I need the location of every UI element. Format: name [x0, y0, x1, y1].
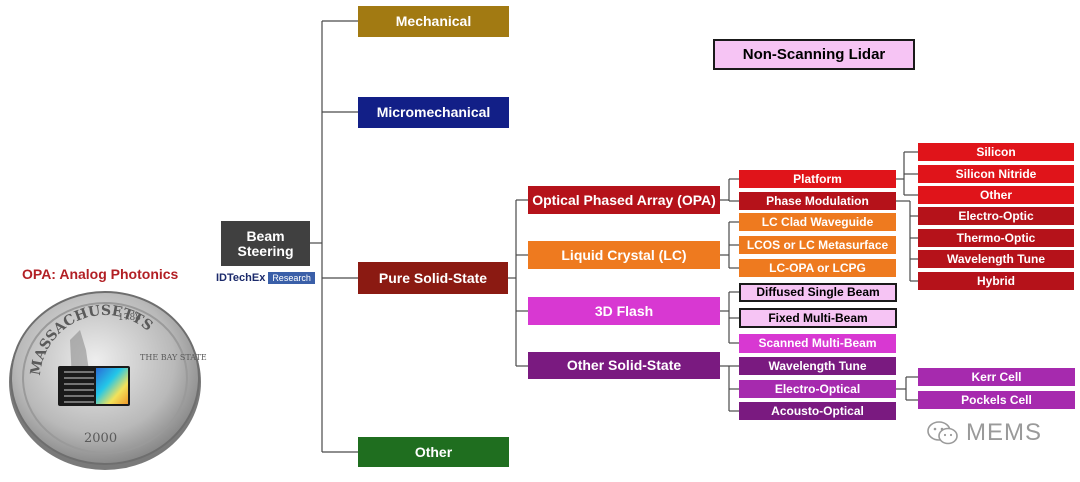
node-liquid-crystal: Liquid Crystal (LC) — [528, 241, 720, 269]
node-platform: Platform — [739, 170, 896, 188]
node-scanned-multi-beam: Scanned Multi-Beam — [739, 334, 896, 353]
page-title: Non-Scanning Lidar — [713, 39, 915, 70]
coin-with-chip-image: MASSACHUSETTS 1788 THE BAY STATE 2000 — [0, 280, 210, 482]
coin-bottom-text: 2000 — [84, 431, 117, 446]
node-other: Other — [358, 437, 509, 467]
node-wavelength-tune-pm: Wavelength Tune — [918, 250, 1074, 268]
coin-year-text: 1788 — [118, 313, 141, 323]
wechat-icon — [927, 421, 958, 445]
node-other-solid-state: Other Solid-State — [528, 352, 720, 379]
node-pure-solid-state: Pure Solid-State — [358, 262, 508, 294]
opa-caption: OPA: Analog Photonics — [22, 266, 179, 282]
node-diffused-single-beam: Diffused Single Beam — [739, 283, 897, 302]
node-silicon: Silicon — [918, 143, 1074, 161]
node-beam-steering: Beam Steering — [221, 221, 310, 266]
node-3d-flash: 3D Flash — [528, 297, 720, 325]
node-electro-optical: Electro-Optical — [739, 380, 896, 398]
node-hybrid: Hybrid — [918, 272, 1074, 290]
mems-watermark: MEMS — [926, 418, 1042, 448]
node-wavelength-tune-oss: Wavelength Tune — [739, 357, 896, 375]
node-lc-opa-lcpg: LC-OPA or LCPG — [739, 259, 896, 277]
idtechex-logo: IDTechEx Research — [216, 270, 315, 286]
node-opa: Optical Phased Array (OPA) — [528, 186, 720, 214]
node-thermo-optic: Thermo-Optic — [918, 229, 1074, 247]
watermark-text: MEMS — [966, 419, 1042, 446]
brand-tag: Research — [268, 272, 315, 284]
brand-name: IDTechEx — [216, 272, 266, 284]
node-phase-modulation: Phase Modulation — [739, 192, 896, 210]
node-mechanical: Mechanical — [358, 6, 509, 37]
node-silicon-nitride: Silicon Nitride — [918, 165, 1074, 183]
node-kerr-cell: Kerr Cell — [918, 368, 1075, 386]
coin-bay-text: THE BAY STATE — [140, 353, 207, 362]
node-electro-optic: Electro-Optic — [918, 207, 1074, 225]
node-fixed-multi-beam: Fixed Multi-Beam — [739, 308, 897, 328]
node-platform-other: Other — [918, 186, 1074, 204]
node-lcos-lc-metasurface: LCOS or LC Metasurface — [739, 236, 896, 254]
node-pockels-cell: Pockels Cell — [918, 391, 1075, 409]
node-lc-clad-waveguide: LC Clad Waveguide — [739, 213, 896, 231]
node-acousto-optical: Acousto-Optical — [739, 402, 896, 420]
node-micromechanical: Micromechanical — [358, 97, 509, 128]
